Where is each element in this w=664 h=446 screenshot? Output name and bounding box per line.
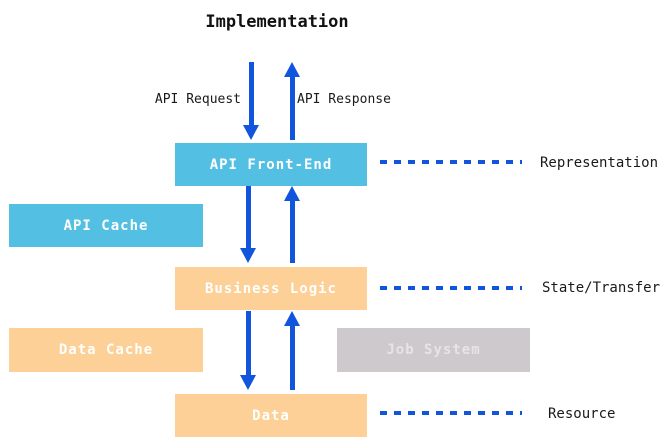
data-label: Data <box>252 407 290 424</box>
layer-label-resource: Resource <box>548 406 616 422</box>
arrow-head <box>240 375 256 390</box>
api-cache-label: API Cache <box>63 217 149 234</box>
business-logic-box: Business Logic <box>175 267 367 310</box>
data-cache-label: Data Cache <box>58 342 154 358</box>
layer-label-state-transfer: State/Transfer <box>542 280 661 296</box>
business-to-front-end-arrow-icon <box>284 186 300 263</box>
arrow-shaft <box>289 201 295 263</box>
api-cache-box: API Cache <box>9 204 203 247</box>
data-to-business-arrow-icon <box>284 311 300 390</box>
arrow-head <box>243 125 259 140</box>
diagram-title: Implementation <box>205 12 349 32</box>
api-request-label: API Request <box>154 92 241 107</box>
data-cache-box: Data Cache <box>9 328 203 372</box>
arrow-head <box>284 62 300 77</box>
arrow-head <box>284 311 300 326</box>
api-request-arrow-icon <box>243 62 259 140</box>
data-box: Data <box>175 394 367 437</box>
business-to-data-arrow-icon <box>240 311 256 390</box>
arrow-shaft <box>245 186 251 248</box>
arrow-shaft <box>289 326 295 390</box>
state-transfer-dashed-line <box>380 286 522 290</box>
api-response-arrow-icon <box>284 62 300 140</box>
job-system-box: Job System <box>337 328 530 372</box>
front-end-to-business-arrow-icon <box>240 186 256 263</box>
job-system-label: Job System <box>386 342 481 358</box>
business-logic-label: Business Logic <box>204 280 337 297</box>
layer-label-representation: Representation <box>540 155 659 171</box>
arrow-shaft <box>289 77 295 140</box>
arrow-head <box>240 248 256 263</box>
resource-dashed-line <box>380 411 522 415</box>
api-front-end-label: API Front-End <box>209 156 333 173</box>
api-front-end-box: API Front-End <box>175 143 367 186</box>
api-response-label: API Response <box>297 92 391 107</box>
arrow-head <box>284 186 300 201</box>
arrow-shaft <box>245 311 251 375</box>
arrow-shaft <box>248 62 254 125</box>
representation-dashed-line <box>380 160 522 164</box>
